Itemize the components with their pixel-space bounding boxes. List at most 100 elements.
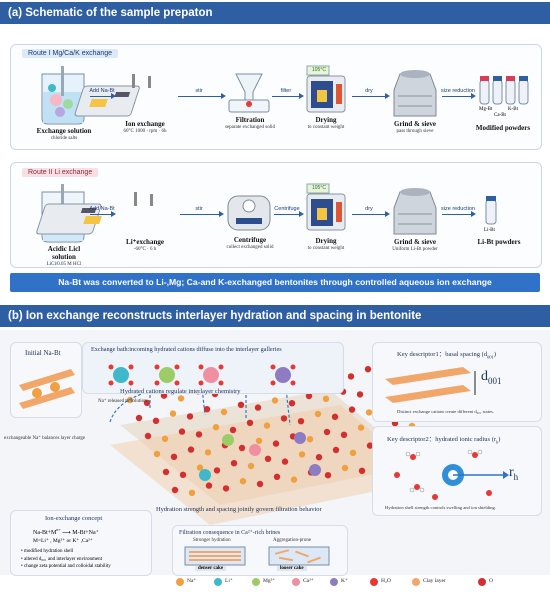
section-b-header: (b) Ion exchange reconstructs interlayer… [0, 305, 550, 327]
route2-step4-sub: to constant weight [307, 246, 345, 251]
oven-icon [306, 65, 346, 113]
route2-step5-sub: Uniform Li-Bt powder [392, 247, 438, 252]
route2-arrow-2-label: stir [195, 206, 203, 212]
bottle-label-ca: Ca-Bt [494, 113, 506, 118]
descriptor1-panel: Key descriptor1：basal spacing (d001) d00… [372, 342, 542, 422]
stirrer-icon [74, 74, 151, 117]
route1-step6-title: Modified powders [475, 124, 531, 132]
lattice-atom [213, 467, 221, 474]
concept-bullet: • change zeta potential and colloidal st… [21, 564, 111, 569]
lattice-atom [196, 464, 204, 471]
lattice-atom [237, 401, 245, 408]
lattice-atom [222, 485, 230, 492]
route2-step3-title: Centrifuge [233, 236, 267, 244]
lattice-atom [238, 444, 246, 452]
lattice-atom [205, 482, 213, 489]
hydrated-cations-row [108, 364, 296, 386]
lattice-atom [204, 449, 212, 456]
lattice-atom [340, 431, 348, 438]
filtration-title: Filtration consequence in Ca²⁺-rich brin… [179, 530, 281, 536]
lattice-atom [271, 397, 279, 404]
bottle-label-mg: Mg-Bt [479, 107, 493, 112]
section-a-header: (a) Schematic of the sample prepaton [0, 2, 550, 24]
concept-bullet: • altered d₀₀₁ and interlayer environmen… [21, 556, 102, 562]
route2-arrow-1 [90, 211, 116, 217]
route1-arrow-5 [442, 93, 476, 99]
route1-illustrations [41, 65, 529, 125]
concept-m-def: M=Li⁺ , Mg²⁺ or K⁺ ,Ca²⁺ [33, 538, 93, 544]
lattice-mg-ion [222, 434, 234, 446]
bottle-label-k: K-Bt [508, 107, 518, 112]
lattice-atom [229, 426, 237, 434]
route2-panel [10, 162, 542, 268]
filtration-right-top: Aggregation-prone [273, 538, 312, 543]
route1-step4-title: Drying [315, 116, 337, 124]
lattice-k-ion [309, 464, 321, 476]
lattice-atom [358, 467, 366, 474]
lattice-atom [144, 432, 152, 440]
route1-step3-sub: separate exchanged solid [225, 125, 275, 130]
lattice-atom [187, 446, 195, 453]
legend-label: Na⁺ [187, 578, 197, 584]
route2-oven-temp: 105°C [312, 185, 326, 191]
legend-swatch [214, 578, 222, 586]
legend-swatch [176, 578, 184, 586]
lattice-atom [366, 442, 374, 449]
mg-hydrated-icon [154, 364, 180, 386]
lattice-atom [256, 480, 264, 488]
lattice-atom [162, 468, 170, 476]
lattice-atom [288, 400, 296, 407]
lattice-atom [298, 451, 306, 458]
lattice-atom [170, 453, 178, 460]
route1-arrow-5-label: size reduction [441, 88, 475, 94]
legend-label: K⁺ [341, 578, 348, 584]
route1-arrow-3-label: filter [280, 88, 292, 94]
legend-swatch [252, 578, 260, 586]
li-stirrer-icon [36, 192, 153, 235]
filtration-left-top: Stronger hydration [193, 538, 231, 543]
lattice-atom [324, 472, 332, 479]
lattice-ca-ion [249, 444, 261, 456]
route2-step1-title: Acidic Licl [47, 245, 81, 253]
lattice-atom [255, 437, 263, 444]
lattice-atom [365, 409, 373, 416]
route1-arrow-3 [272, 93, 304, 99]
lattice-atom [323, 428, 331, 436]
legend-label: Li⁺ [225, 578, 233, 584]
route2-step3-sub: collect exchanged solid [226, 245, 274, 250]
route1-step1-title: Exchange solution [36, 127, 92, 135]
route2-step1-sub: LiCl/0.05 M HCl [46, 262, 82, 267]
lattice-atom [306, 436, 314, 443]
route2-arrow-3-label: Centrifuge [274, 206, 300, 212]
concept-panel: Ion-exchange concept Na-Bt+Mn+ ⟶ M-Bt+Na… [10, 510, 152, 576]
lattice-atom [364, 366, 372, 373]
exchange-bath-panel: Exchange bath:incoming hydrated cations … [82, 342, 344, 394]
funnel-icon [228, 73, 270, 113]
descriptor2-panel: Key descriptor2：hydrated ionic radius (r… [372, 426, 542, 516]
route2-arrow-5-label: size reduction [441, 206, 475, 212]
descriptor2-title: Key descriptor2：hydrated ionic radius (r… [387, 436, 501, 445]
lattice-atom [239, 478, 247, 485]
lattice-atom [272, 440, 280, 447]
lattice-atom [356, 391, 364, 398]
lattice-atom [153, 450, 161, 458]
route1-arrow-2 [178, 93, 226, 99]
hydration-strength-label: Hydration strength and spacing jointly g… [156, 506, 322, 513]
route1-step5-title: Grind & sieve [394, 120, 436, 128]
lattice-atom [160, 392, 168, 399]
k-hydrated-icon [270, 364, 296, 386]
lattice-atom [280, 415, 288, 422]
grinder-icon [393, 70, 437, 117]
route2-arrow-4-label: dry [365, 206, 373, 212]
concept-bullets: • modified hydration shell • altered d₀₀… [21, 548, 111, 571]
route2-step1-title2: solution [52, 253, 76, 261]
lattice-atom [331, 413, 339, 420]
beaker-icon [41, 66, 85, 125]
lattice-atom [315, 454, 323, 461]
lattice-atom [247, 462, 255, 470]
route1-step2-title: Ion exchange [125, 120, 165, 128]
lattice-atom [171, 486, 179, 494]
basal-spacing-icon [385, 367, 476, 403]
lattice-atom [357, 424, 365, 431]
lattice-atom [349, 449, 357, 456]
